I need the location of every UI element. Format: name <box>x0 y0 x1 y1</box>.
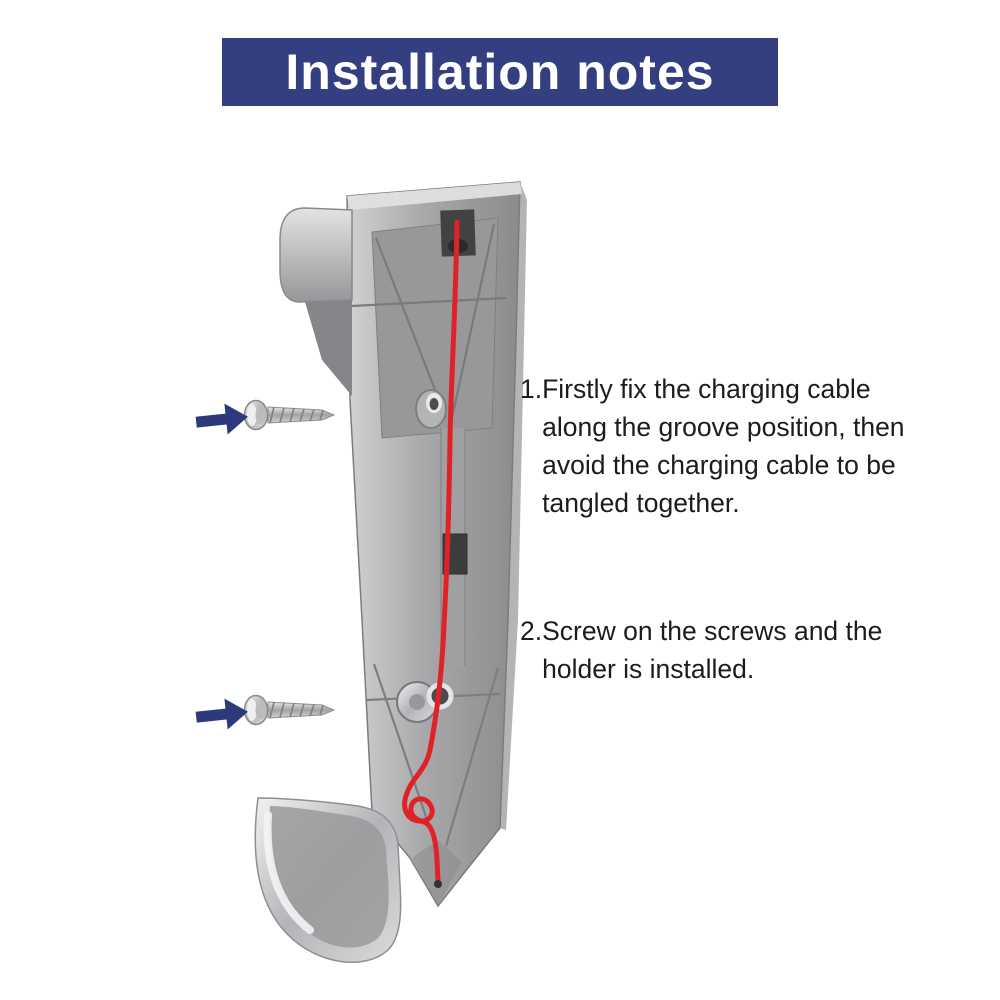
arrow-bottom-icon <box>194 696 250 733</box>
mounting-hook <box>279 207 353 396</box>
cable-groove <box>440 428 468 666</box>
title-banner: Installation notes <box>222 38 778 106</box>
screw-boss <box>396 681 454 723</box>
instruction-step-2: 2. Screw on the screws and the holder is… <box>520 612 934 688</box>
step-text: Screw on the screws and the holder is in… <box>542 616 883 684</box>
step-number: 2. <box>520 616 543 646</box>
charging-cable <box>402 219 460 888</box>
step-text: Firstly fix the charging cable along the… <box>542 374 905 518</box>
step-number: 1. <box>520 374 543 404</box>
bottom-cradle <box>254 797 402 963</box>
page-title: Installation notes <box>285 44 715 100</box>
cable-opening <box>440 209 476 257</box>
arrow-top-icon <box>194 401 250 438</box>
screw-top <box>243 399 335 431</box>
instruction-step-1: 1. Firstly fix the charging cable along … <box>520 370 934 522</box>
bracket-back-plate <box>346 181 521 908</box>
wall-mount-bracket <box>279 181 527 908</box>
screw-bottom <box>243 694 335 726</box>
keyhole-slot <box>415 389 447 429</box>
